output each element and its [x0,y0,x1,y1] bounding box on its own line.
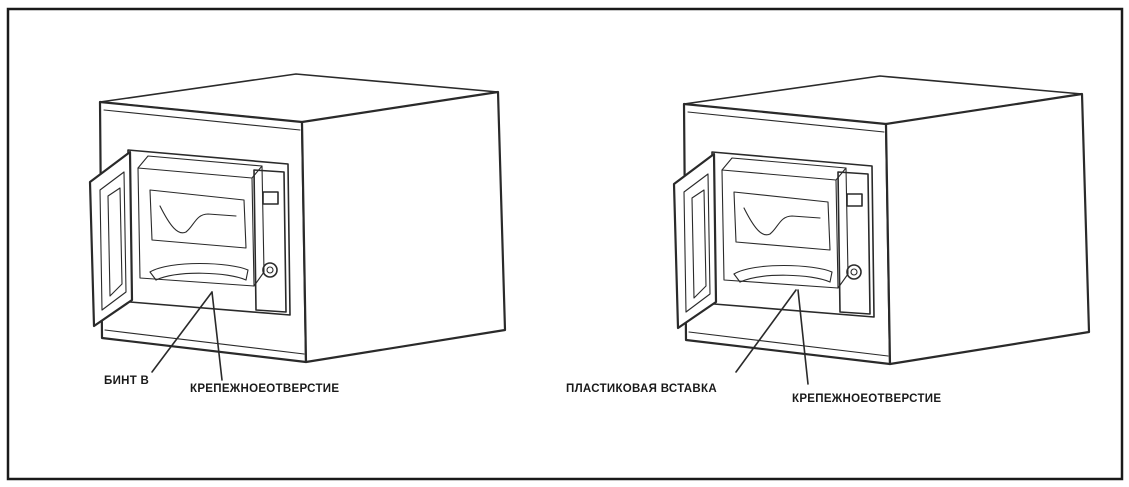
left-callout-leaders [151,291,223,381]
callout-plastic-insert-label: ПЛАСТИКОВАЯ ВСТАВКА [566,383,717,395]
callout-mounting-hole-label-right: КРЕПЕЖНОЕОТВЕРСТИЕ [792,393,941,405]
callout-screw-b-label: БИНТ В [104,375,149,387]
right-callout-leaders [735,289,809,385]
callout-mounting-hole-label-left: КРЕПЕЖНОЕОТВЕРСТИЕ [190,383,339,395]
right-microwave-illustration [672,74,1091,366]
left-microwave-illustration [88,72,507,364]
